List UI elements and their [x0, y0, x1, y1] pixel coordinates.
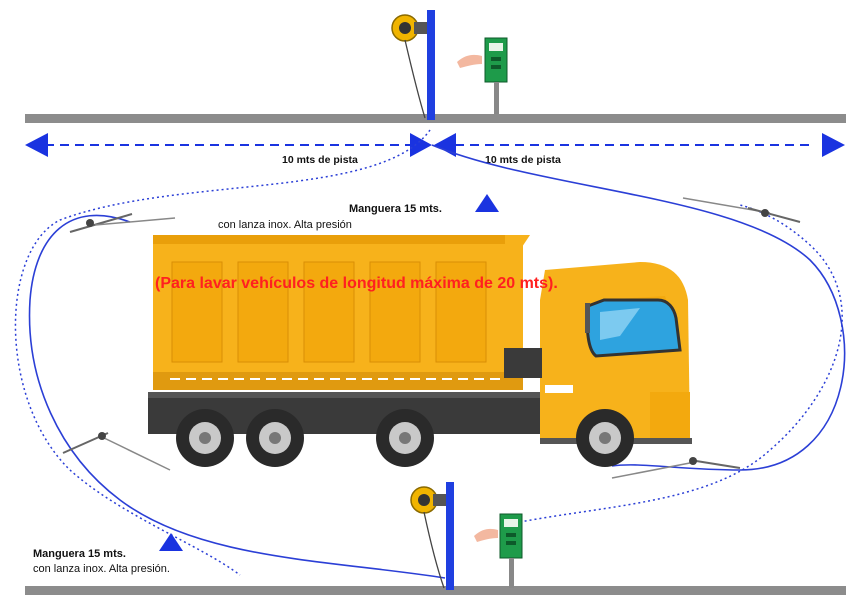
hose-reel-icon: [391, 14, 427, 42]
triangle-marker-icon: [475, 194, 499, 212]
top-wash-station: [391, 10, 508, 120]
dump-truck: [148, 235, 692, 467]
bottom-hose: [28, 214, 446, 579]
spray-lance-icon: [62, 432, 171, 471]
hose-reel-icon: [410, 486, 446, 514]
right-track-label: 10 mts de pista: [485, 154, 561, 166]
spray-lance-icon: [69, 213, 176, 233]
top-hose-label-line1: Manguera 15 mts.: [349, 203, 442, 215]
bottom-wash-station: [410, 482, 523, 590]
top-pole: [427, 10, 435, 120]
coin-panel-icon: [484, 37, 508, 114]
bottom-rail: [25, 586, 846, 595]
top-hose: [431, 144, 846, 471]
bottom-pole: [446, 482, 454, 590]
hand-icon: [474, 528, 498, 542]
left-track-label: 10 mts de pista: [282, 154, 358, 166]
vehicle-length-caption: (Para lavar vehículos de longitud máxima…: [155, 275, 558, 292]
top-dotted-hose: [14, 129, 431, 576]
right-measure-arrow: [434, 133, 845, 157]
bottom-dotted-hose: [504, 204, 843, 526]
coin-panel-icon: [499, 513, 523, 588]
top-rail: [25, 114, 846, 123]
spray-lance-icon: [611, 457, 741, 479]
bottom-hose-label-line2: con lanza inox. Alta presión.: [33, 563, 170, 575]
triangle-marker-icon: [159, 533, 183, 551]
truck-wheel: [176, 409, 234, 467]
top-hose-label-line2: con lanza inox. Alta presión: [218, 219, 352, 231]
hand-icon: [457, 54, 482, 68]
bottom-hose-label-line1: Manguera 15 mts.: [33, 548, 126, 560]
truck-dump-body: [153, 235, 530, 390]
spray-lance-icon: [682, 197, 801, 223]
truck-wheel: [376, 409, 434, 467]
truck-wheel: [246, 409, 304, 467]
truck-wheel: [576, 409, 634, 467]
left-measure-arrow: [25, 133, 432, 157]
